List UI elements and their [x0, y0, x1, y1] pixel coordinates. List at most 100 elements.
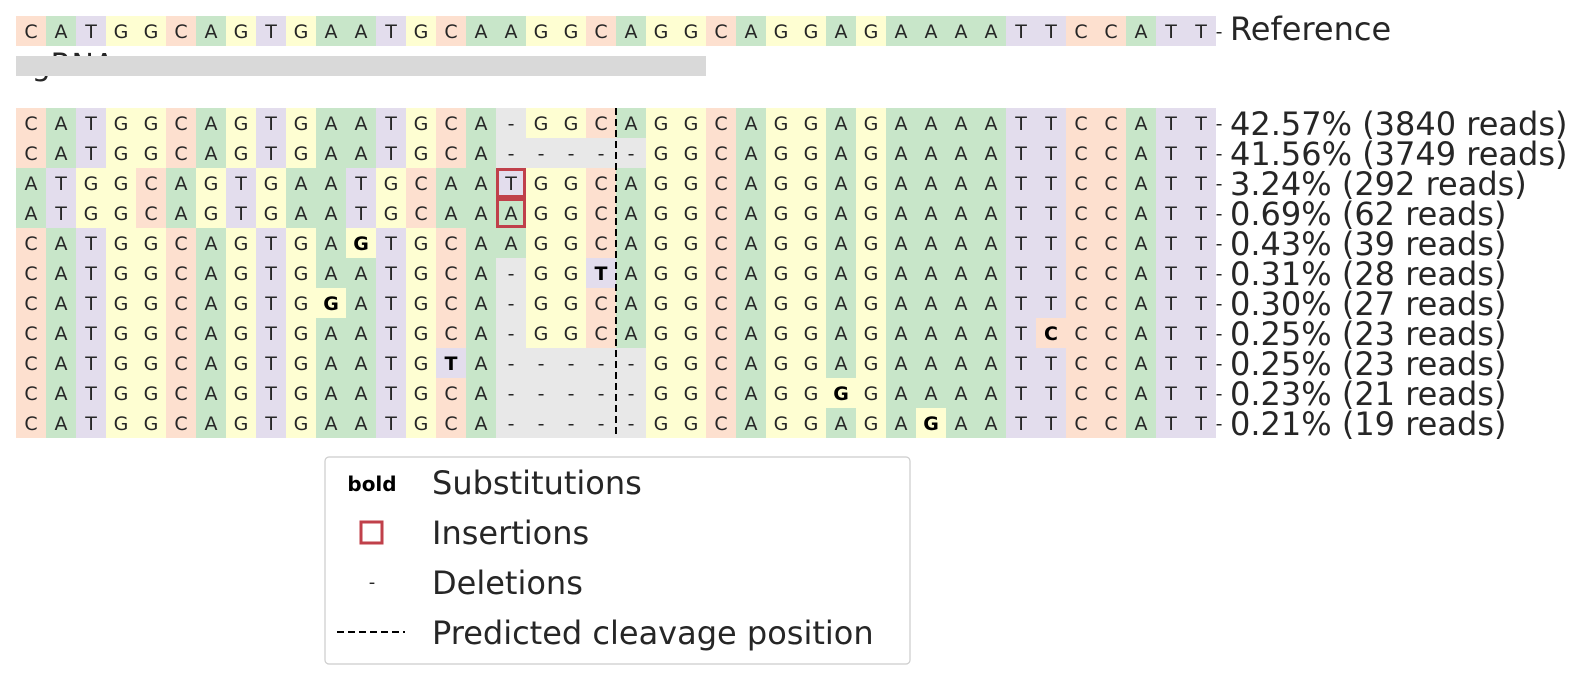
- allele-row-9-cell-25: [766, 378, 796, 408]
- reference-cell-4: [136, 16, 166, 46]
- allele-row-3-nucleotide-19: C: [594, 203, 607, 225]
- allele-row-5-nucleotide-25: G: [774, 263, 789, 285]
- allele-row-9-nucleotide-37: A: [1135, 383, 1148, 405]
- allele-row-4-nucleotide-6: A: [205, 233, 218, 255]
- allele-row-7-nucleotide-31: A: [955, 323, 968, 345]
- reference-nucleotide-24: A: [745, 21, 758, 43]
- allele-row-0-cell-23: [706, 108, 736, 138]
- allele-row-9-cell-26: [796, 378, 826, 408]
- allele-row-6-cell-33: [1006, 288, 1036, 318]
- allele-row-4-nucleotide-7: G: [234, 233, 249, 255]
- allele-row-6-cell-11: [346, 288, 376, 318]
- allele-row-6-cell-6: [196, 288, 226, 318]
- allele-row-8-cell-19: [586, 348, 616, 378]
- allele-row-8-nucleotide-17: -: [538, 353, 545, 375]
- allele-row-8-cell-14: [436, 348, 466, 378]
- allele-row-9-nucleotide-38: T: [1164, 383, 1177, 405]
- allele-row-8-cell-20: [616, 348, 646, 378]
- allele-row-9-nucleotide-26: G: [804, 383, 819, 405]
- allele-row-10-nucleotide-20: -: [628, 413, 635, 435]
- allele-row-0-nucleotide-36: C: [1104, 113, 1117, 135]
- allele-row-6-nucleotide-34: T: [1044, 293, 1057, 315]
- allele-row-0-nucleotide-2: T: [84, 113, 97, 135]
- allele-row-10-nucleotide-39: T: [1194, 413, 1207, 435]
- allele-row-5-cell-15: [466, 258, 496, 288]
- allele-row-2-cell-5: [166, 168, 196, 198]
- allele-row-8-cell-37: [1126, 348, 1156, 378]
- allele-row-5-nucleotide-22: G: [684, 263, 699, 285]
- allele-row-9-nucleotide-21: G: [654, 383, 669, 405]
- allele-row-10-cell-30: [916, 408, 946, 438]
- allele-row-10-nucleotide-12: T: [384, 413, 397, 435]
- allele-row-10-nucleotide-8: T: [264, 413, 277, 435]
- allele-row-2-nucleotide-32: A: [985, 173, 998, 195]
- allele-row-2-cell-6: [196, 168, 226, 198]
- allele-row-8-nucleotide-18: -: [568, 353, 575, 375]
- allele-row-3-cell-17: [526, 198, 556, 228]
- allele-row-4-nucleotide-13: G: [414, 233, 429, 255]
- allele-row-5-cell-4: [136, 258, 166, 288]
- allele-row-3-nucleotide-7: T: [234, 203, 247, 225]
- allele-row-2-nucleotide-7: T: [234, 173, 247, 195]
- allele-row-10-cell-20: [616, 408, 646, 438]
- allele-row-7-nucleotide-17: G: [534, 323, 549, 345]
- allele-row-7-nucleotide-27: A: [835, 323, 848, 345]
- allele-row-5-cell-18: [556, 258, 586, 288]
- allele-row-2-cell-29: [886, 168, 916, 198]
- allele-row-8-cell-22: [676, 348, 706, 378]
- allele-row-1-cell-25: [766, 138, 796, 168]
- allele-row-7-cell-10: [316, 318, 346, 348]
- allele-row-6-cell-36: [1096, 288, 1126, 318]
- allele-row-5-nucleotide-8: T: [264, 263, 277, 285]
- allele-row-1-nucleotide-20: -: [628, 143, 635, 165]
- allele-row-6-nucleotide-20: A: [625, 293, 638, 315]
- allele-row-4-nucleotide-8: T: [264, 233, 277, 255]
- allele-row-1-cell-6: [196, 138, 226, 168]
- allele-row-8-cell-36: [1096, 348, 1126, 378]
- allele-row-3-nucleotide-32: A: [985, 203, 998, 225]
- allele-row-7-nucleotide-39: T: [1194, 323, 1207, 345]
- allele-row-6-cell-2: [76, 288, 106, 318]
- allele-row-6-nucleotide-38: T: [1164, 293, 1177, 315]
- allele-row-4-cell-28: [856, 228, 886, 258]
- allele-row-9-cell-20: [616, 378, 646, 408]
- allele-row-8-cell-16: [496, 348, 526, 378]
- allele-row-3-cell-10: [316, 198, 346, 228]
- reference-nucleotide-30: A: [925, 21, 938, 43]
- allele-row-5-nucleotide-20: A: [625, 263, 638, 285]
- allele-row-6-cell-3: [106, 288, 136, 318]
- allele-row-0-nucleotide-0: C: [24, 113, 37, 135]
- allele-row-4-cell-36: [1096, 228, 1126, 258]
- allele-row-7-nucleotide-0: C: [24, 323, 37, 345]
- allele-row-9-nucleotide-25: G: [774, 383, 789, 405]
- reference-cell-7: [226, 16, 256, 46]
- allele-row-3-nucleotide-23: C: [714, 203, 727, 225]
- legend-deletion-icon: -: [369, 572, 376, 593]
- allele-row-2-nucleotide-9: A: [295, 173, 308, 195]
- allele-row-1-nucleotide-0: C: [24, 143, 37, 165]
- allele-row-8-cell-13: [406, 348, 436, 378]
- allele-row-10-cell-19: [586, 408, 616, 438]
- allele-row-10-cell-24: [736, 408, 766, 438]
- allele-row-0-nucleotide-24: A: [745, 113, 758, 135]
- allele-row-0-nucleotide-12: T: [384, 113, 397, 135]
- allele-row-7-cell-13: [406, 318, 436, 348]
- allele-row-9-frequency-label: 0.23% (21 reads): [1230, 375, 1506, 413]
- allele-row-8-cell-11: [346, 348, 376, 378]
- allele-row-9-cell-36: [1096, 378, 1126, 408]
- allele-row-2-nucleotide-18: G: [564, 173, 579, 195]
- allele-row-7-nucleotide-14: C: [444, 323, 457, 345]
- allele-row-6-cell-39: [1186, 288, 1216, 318]
- allele-row-4-nucleotide-27: A: [835, 233, 848, 255]
- allele-row-7-nucleotide-35: C: [1074, 323, 1087, 345]
- reference-nucleotide-32: A: [985, 21, 998, 43]
- allele-row-10-cell-23: [706, 408, 736, 438]
- allele-row-6-cell-1: [46, 288, 76, 318]
- reference-cell-24: [736, 16, 766, 46]
- allele-row-2-cell-38: [1156, 168, 1186, 198]
- allele-row-3-nucleotide-1: T: [54, 203, 67, 225]
- allele-row-0-nucleotide-20: A: [625, 113, 638, 135]
- allele-row-1-nucleotide-33: T: [1014, 143, 1027, 165]
- allele-row-7-cell-0: [16, 318, 46, 348]
